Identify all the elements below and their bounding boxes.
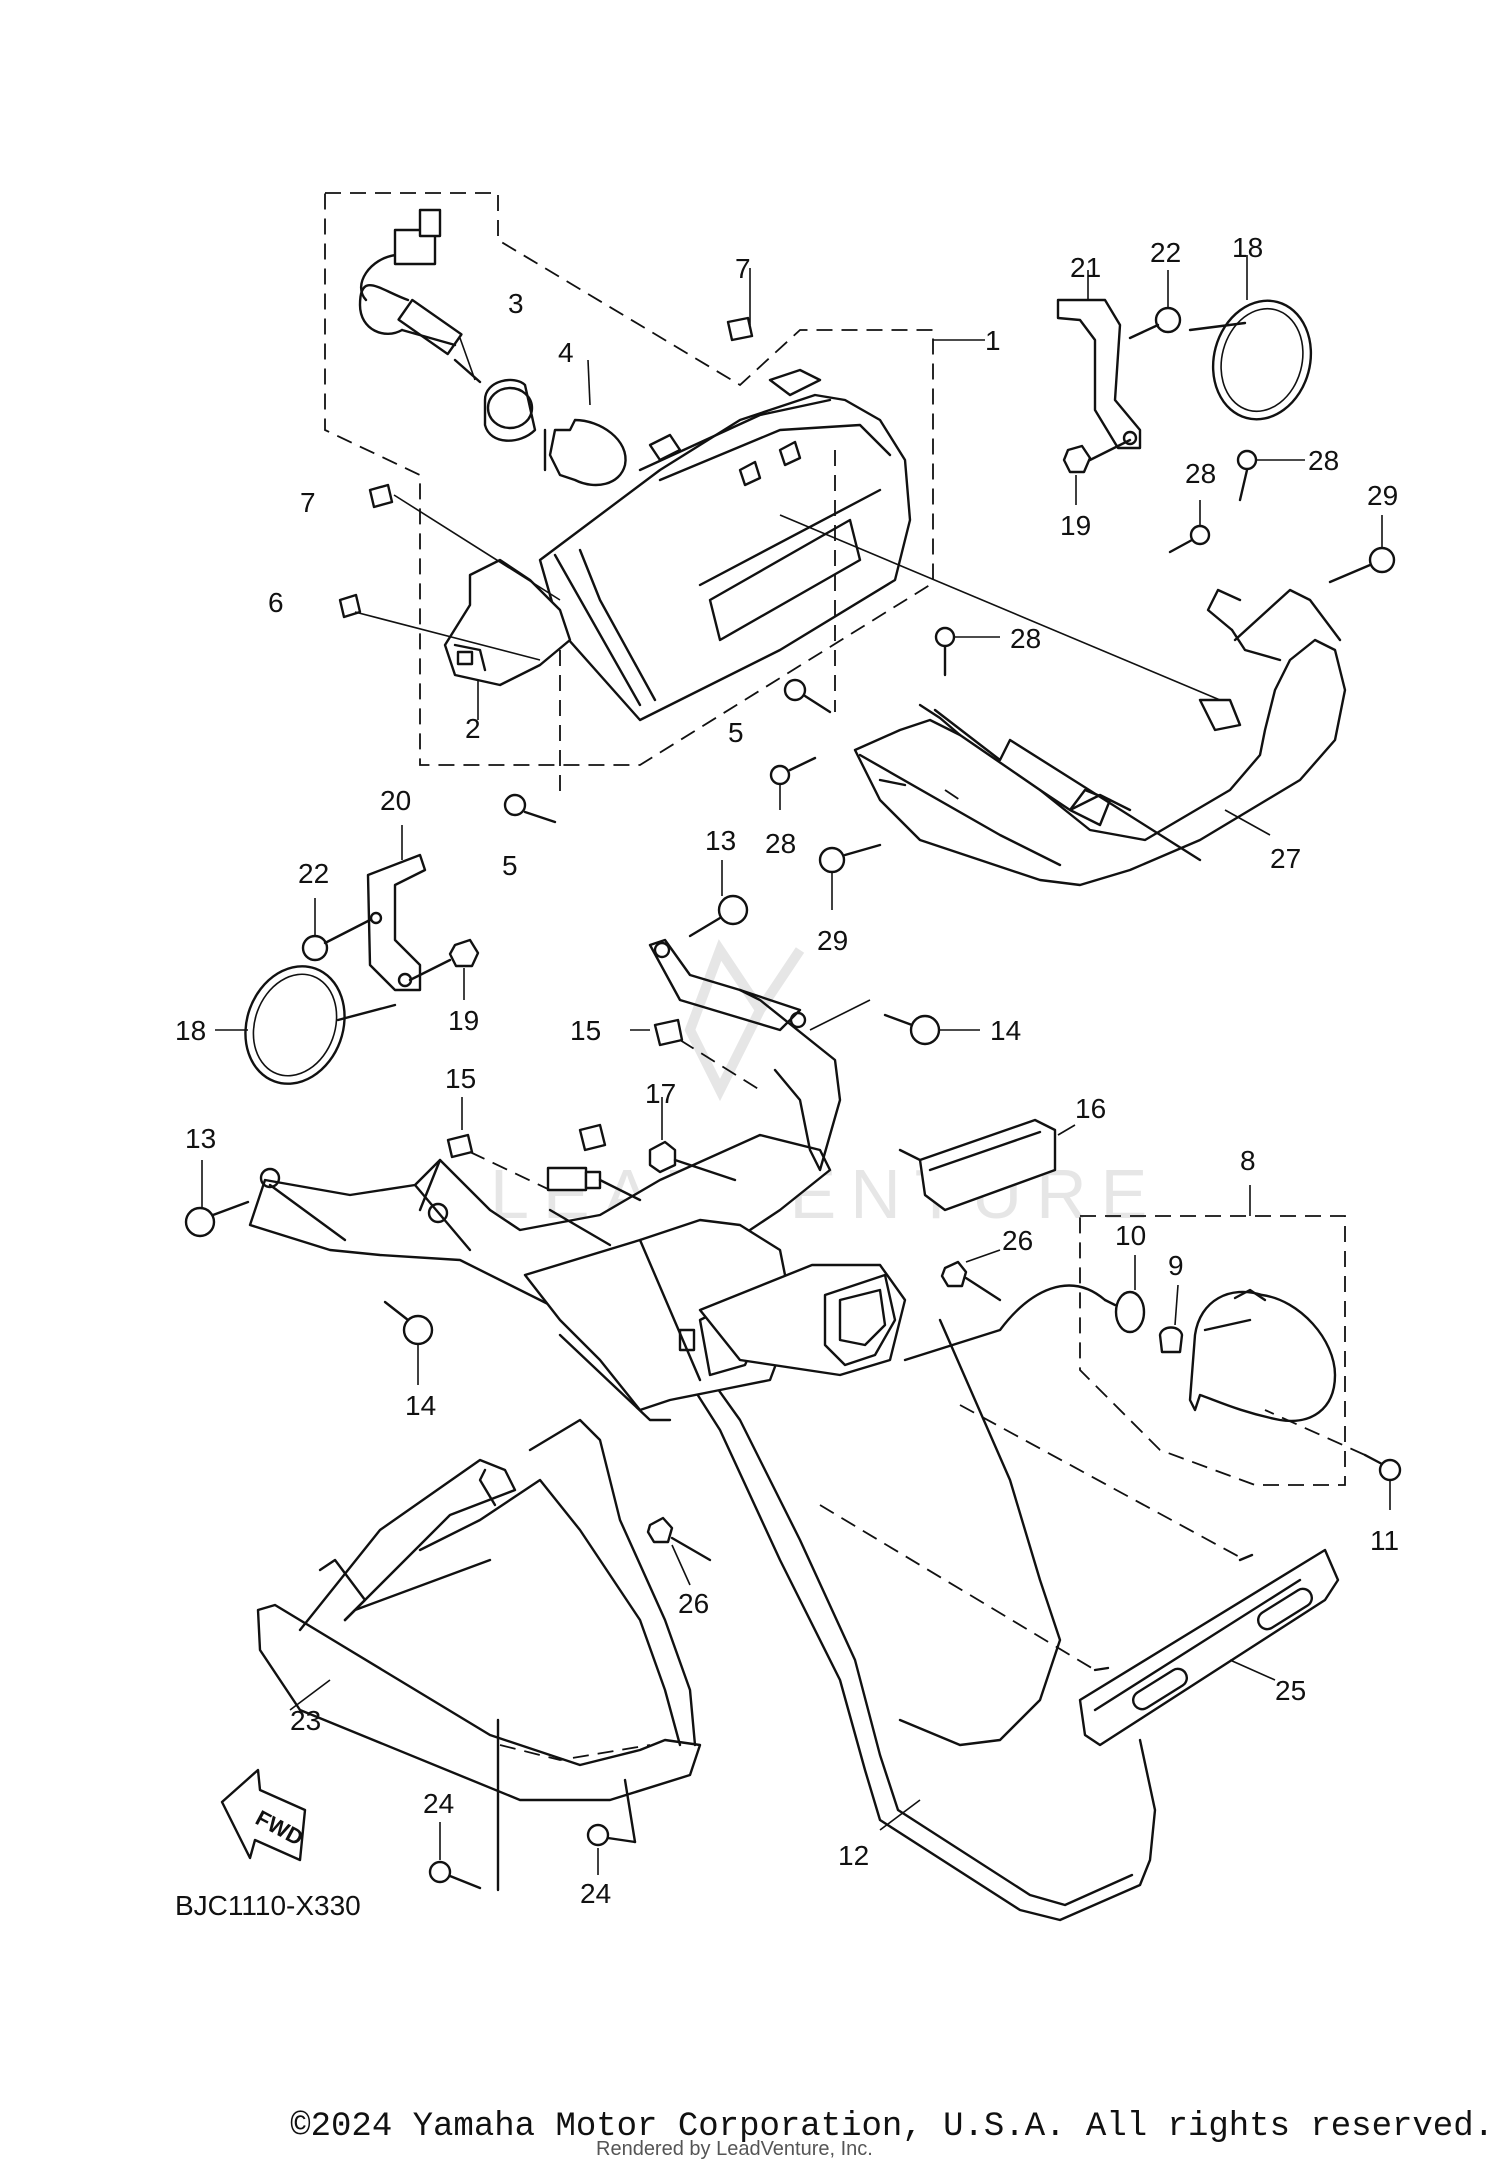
diagram-code: BJC1110-X330 [175,1890,361,1921]
clip-7-top [726,316,754,342]
fwd-arrow-icon: FWD [220,1768,307,1862]
callout-18-right: 18 [1232,232,1263,263]
screw-29b [818,843,882,910]
callout-22-right: 22 [1150,237,1181,268]
callout-23: 23 [290,1705,321,1736]
plate-bracket-25 [819,1404,1340,1747]
nut-26-left [646,1516,712,1586]
rear-inner-cover [523,1218,907,1422]
callout-10: 10 [1115,1220,1146,1251]
callout-29a: 29 [1367,480,1398,511]
callout-6: 6 [268,587,284,618]
callout-27: 27 [1270,843,1301,874]
screw-28a [1236,449,1305,502]
callout-28a: 28 [1308,445,1339,476]
callout-8: 8 [1240,1145,1256,1176]
clip-6 [338,593,362,619]
screw-29a [1328,515,1396,584]
clip-7-left [368,483,394,509]
callout-19-left: 19 [448,1005,479,1036]
nut-19-left [408,938,480,1000]
callout-25: 25 [1275,1675,1306,1706]
callout-15-left: 15 [445,1063,476,1094]
screw-24-left [428,1718,500,1892]
bracket-20 [366,825,427,992]
turn-signal-lens [1188,1288,1337,1423]
callout-1: 1 [985,325,1001,356]
side-cowl-27 [779,514,1347,887]
callout-4: 4 [558,337,574,368]
callout-26-left: 26 [678,1588,709,1619]
callout-21: 21 [1070,252,1101,283]
headlight-bracket [443,558,572,687]
callout-18-left: 18 [175,1015,206,1046]
callout-labels: 1 2 3 4 5 5 6 7 7 8 9 10 11 12 13 13 14 … [175,232,1399,1909]
callout-20: 20 [380,785,411,816]
nut-19-right [1062,438,1132,505]
screw-5-lower [503,793,557,824]
rendered-by-text: Rendered by LeadVenture, Inc. [596,2138,873,2160]
bulb-9 [1158,1284,1184,1354]
connector [546,1166,642,1202]
callout-7-top: 7 [735,253,751,284]
screw-11 [1264,1409,1402,1510]
socket-10 [1103,1255,1146,1334]
bolt-22-left [301,898,372,962]
callout-28b: 28 [1185,458,1216,489]
callout-2: 2 [465,713,481,744]
callout-15-right: 15 [570,1015,601,1046]
callout-14-upper: 14 [990,1015,1021,1046]
screw-28b [1168,500,1211,554]
license-light-16 [898,1118,1076,1212]
bolt-22-right [1128,270,1182,340]
callout-17: 17 [645,1078,676,1109]
callout-29b: 29 [817,925,848,956]
callout-13-upper: 13 [705,825,736,856]
callout-11: 11 [1370,1525,1399,1556]
callout-24-left: 24 [423,1788,454,1819]
callout-9: 9 [1168,1250,1184,1281]
bulb-socket [397,298,537,442]
screw-5-upper [783,678,832,714]
screw-24-right [586,1778,637,1875]
callout-5-lower: 5 [502,850,518,881]
grommet-17 [648,1097,737,1182]
callout-16: 16 [1075,1093,1106,1124]
callout-24-right: 24 [580,1878,611,1909]
callout-22-left: 22 [298,858,329,889]
headlight-assembly-group [324,192,985,824]
wire-harness [358,208,457,347]
callout-7-left: 7 [300,487,316,518]
reflector-right [1188,255,1313,421]
callout-28d: 28 [765,828,796,859]
callout-28c: 28 [1010,623,1041,654]
reflector-left [215,965,397,1085]
screw-28d [769,756,817,810]
under-cover-23 [256,1418,702,1802]
headlight-leaders [354,268,836,800]
rear-fender-12 [648,1313,1157,1922]
bracket-21 [1056,270,1142,450]
turn-signal-group [903,1185,1346,1486]
clip-15-left [446,1133,474,1159]
headlight-bulb [543,418,627,487]
clip-15-right [653,1018,684,1047]
screw-28c [934,626,1000,677]
bolt-13-left [184,1160,250,1238]
callout-5-upper: 5 [728,717,744,748]
headlight-housing [538,368,912,722]
bolt-14-lower [383,1300,434,1385]
callout-14-lower: 14 [405,1390,436,1421]
callout-3: 3 [508,288,524,319]
nut-26-right [940,1249,1002,1302]
copyright-footer: ©2024 Yamaha Motor Corporation, U.S.A. A… [290,2108,1494,2146]
bolt-14-upper [809,999,980,1046]
bolt-13-upper [688,860,749,938]
callout-12: 12 [838,1840,869,1871]
callout-26-right: 26 [1002,1225,1033,1256]
callout-13-left: 13 [185,1123,216,1154]
callout-19-right: 19 [1060,510,1091,541]
